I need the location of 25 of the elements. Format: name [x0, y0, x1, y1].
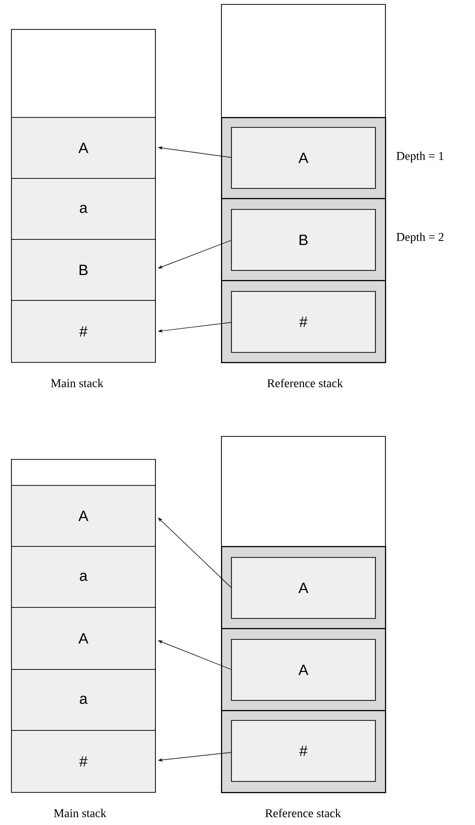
stack-cell: B — [231, 209, 376, 271]
stack-cell: a — [11, 178, 156, 240]
stack-cell: # — [11, 730, 156, 793]
stack-cell: A — [231, 639, 376, 701]
stack-cell: A — [231, 557, 376, 619]
stack-cell: A — [11, 607, 156, 670]
stack-cell: # — [231, 291, 376, 353]
stack-cell: B — [11, 239, 156, 301]
stack-cell: # — [231, 720, 376, 782]
stack-cell: A — [11, 117, 156, 179]
stack-caption: Main stack — [54, 808, 106, 818]
empty-cell — [221, 4, 386, 118]
depth-label: Depth = 2 — [396, 232, 444, 244]
stack-caption: Main stack — [50, 378, 104, 388]
empty-cell — [11, 29, 156, 118]
stack-caption: Reference stack — [267, 378, 344, 388]
stack-cell: A — [231, 127, 376, 189]
stack-caption: Reference stack — [265, 808, 342, 818]
empty-cell — [11, 459, 156, 486]
depth-label: Depth = 1 — [396, 152, 444, 162]
stack-cell: a — [11, 669, 156, 731]
stack-cell: A — [11, 485, 156, 547]
stack-cell: # — [11, 300, 156, 363]
stack-cell: a — [11, 546, 156, 608]
empty-cell — [221, 436, 386, 547]
